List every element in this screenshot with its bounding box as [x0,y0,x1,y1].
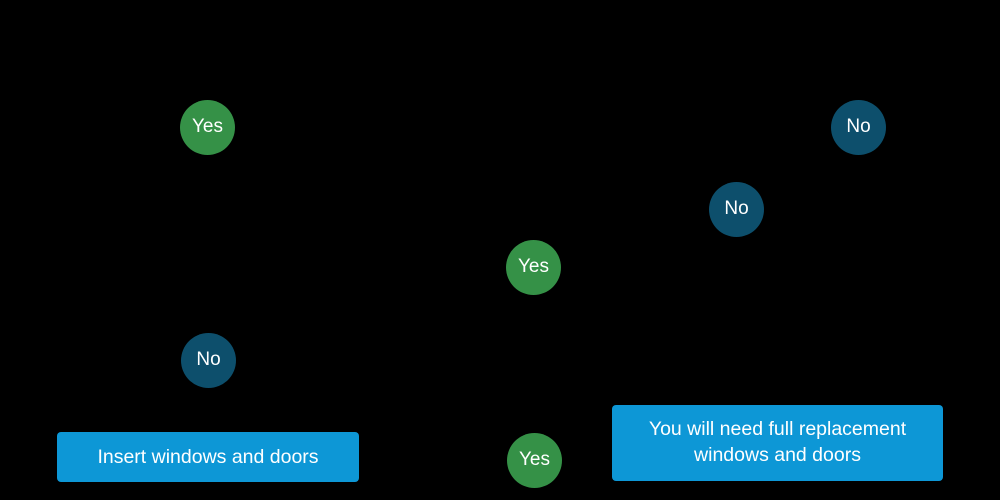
outcome-box-insert-windows[interactable]: Insert windows and doors [57,432,359,482]
node-label: No [846,116,871,138]
decision-node-no-left-lower[interactable]: No [181,333,236,388]
node-label: You will need full replacement windows a… [648,418,907,466]
node-label: Insert windows and doors [97,445,319,468]
node-label: Yes [518,256,549,278]
outcome-box-full-replacement[interactable]: You will need full replacement windows a… [612,405,943,481]
node-label: No [724,198,749,220]
decision-node-no-right-top[interactable]: No [831,100,886,155]
node-label: No [196,349,221,371]
decision-node-yes-bottom[interactable]: Yes [507,433,562,488]
node-label: Yes [192,116,223,138]
decision-node-no-right-mid[interactable]: No [709,182,764,237]
decision-node-yes-center[interactable]: Yes [506,240,561,295]
decision-node-yes-left[interactable]: Yes [180,100,235,155]
node-label: Yes [519,449,550,471]
